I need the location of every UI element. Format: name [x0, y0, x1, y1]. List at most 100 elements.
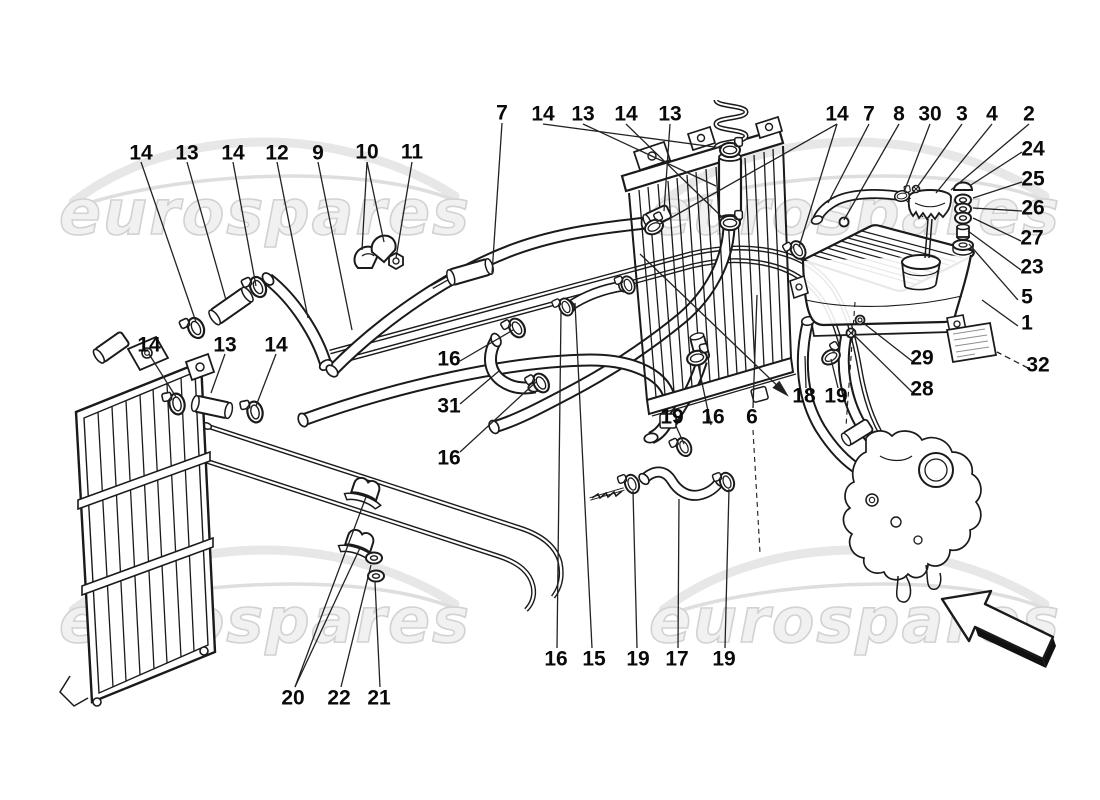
- left-radiator: [59, 331, 217, 707]
- leader-lines: [140, 122, 1030, 688]
- leader-line: [186, 161, 227, 301]
- part-label: 13: [175, 142, 198, 165]
- watermark-text: eurospares: [59, 176, 471, 249]
- tank-inlet-fitting: [838, 216, 850, 228]
- part-label: 9: [312, 142, 324, 165]
- leader-line: [861, 321, 913, 362]
- leader-line: [967, 230, 1022, 271]
- leader-line: [459, 370, 500, 405]
- part-label: 14: [129, 142, 153, 165]
- part-label: 20: [281, 687, 304, 710]
- leader-line: [659, 123, 838, 225]
- leader-line: [675, 425, 685, 445]
- leader-line: [968, 243, 1019, 301]
- part-label: 30: [918, 103, 941, 126]
- leader-line: [798, 123, 838, 248]
- part-label: 7: [863, 103, 875, 126]
- leader-line: [663, 123, 671, 212]
- leader-line: [542, 123, 723, 149]
- watermark-swoosh: [68, 137, 460, 207]
- leader-line: [148, 353, 177, 398]
- part-label: 26: [1021, 197, 1044, 220]
- leader-line: [981, 299, 1019, 327]
- part-label: 14: [614, 103, 638, 126]
- part-label: 15: [582, 648, 606, 671]
- leader-line: [294, 547, 361, 688]
- part-label: 14: [221, 142, 245, 165]
- leader-line: [210, 353, 226, 394]
- coolant-warning-decal: [945, 321, 998, 364]
- part-label: 8: [893, 103, 905, 126]
- retaining-nut: [388, 251, 404, 271]
- leader-line: [340, 564, 372, 688]
- part-label: 14: [137, 334, 161, 357]
- leader-line: [639, 253, 787, 395]
- part-label: 7: [496, 102, 508, 125]
- watermark: eurospares: [58, 137, 471, 250]
- part-label: 29: [910, 347, 933, 370]
- leader-line: [935, 123, 993, 194]
- part-label: 25: [1021, 168, 1045, 191]
- part-label: 12: [265, 142, 288, 165]
- leader-line: [366, 161, 385, 243]
- leader-line: [950, 123, 1030, 191]
- part-label: 28: [910, 378, 934, 401]
- part-label: 5: [1021, 286, 1033, 309]
- part-label: 16: [544, 648, 567, 671]
- leader-line: [294, 496, 367, 688]
- leader-line: [697, 363, 712, 426]
- leader-line: [853, 334, 913, 393]
- leader-line: [830, 358, 839, 389]
- leader-line: [724, 488, 730, 649]
- part-label: 16: [437, 348, 460, 371]
- leader-line: [972, 217, 1022, 242]
- part-label: 14: [264, 334, 288, 357]
- part-label: 18: [792, 385, 816, 408]
- radiator-union-pipes: [190, 286, 254, 420]
- part-label: 16: [437, 447, 460, 470]
- part-label: 19: [824, 385, 847, 408]
- leader-line: [804, 355, 807, 389]
- direction-arrow: [940, 589, 1056, 668]
- watermark-swoosh: [658, 582, 1050, 620]
- part-label: 22: [327, 687, 350, 710]
- leader-arrowhead: [772, 380, 789, 397]
- leader-line: [276, 161, 309, 319]
- part-label: 6: [746, 406, 758, 429]
- part-label: 27: [1020, 227, 1043, 250]
- thermostat-housing: [840, 418, 982, 603]
- part-label: 19: [626, 648, 649, 671]
- part-label: 13: [658, 103, 681, 126]
- leader-line: [491, 122, 503, 275]
- part-label: 23: [1020, 256, 1043, 279]
- leader-line: [972, 181, 1023, 199]
- part-label: 19: [660, 406, 683, 429]
- leader-line: [317, 161, 353, 331]
- leader-line: [582, 123, 717, 187]
- leader-line: [996, 351, 1029, 369]
- part-label: 13: [571, 103, 594, 126]
- leader-line: [255, 353, 277, 407]
- watermark-swoosh: [68, 174, 460, 212]
- clip-washer: [365, 551, 383, 565]
- part-label: 2: [1023, 103, 1035, 126]
- part-label: 14: [825, 103, 849, 126]
- part-label: 10: [355, 141, 378, 164]
- part-label: 19: [712, 648, 735, 671]
- leader-line: [827, 123, 870, 204]
- part-label: 3: [956, 103, 968, 126]
- leader-line: [140, 161, 197, 323]
- leader-line: [459, 381, 537, 453]
- leader-line: [752, 294, 758, 409]
- part-label: 24: [1021, 138, 1045, 161]
- leader-line: [917, 123, 963, 187]
- leader-line: [574, 302, 593, 649]
- leader-line: [677, 498, 680, 649]
- leader-line: [625, 123, 725, 220]
- leader-line: [843, 123, 900, 221]
- part-label: 1: [1021, 312, 1033, 335]
- part-label: 4: [986, 103, 998, 126]
- leader-line: [395, 161, 413, 259]
